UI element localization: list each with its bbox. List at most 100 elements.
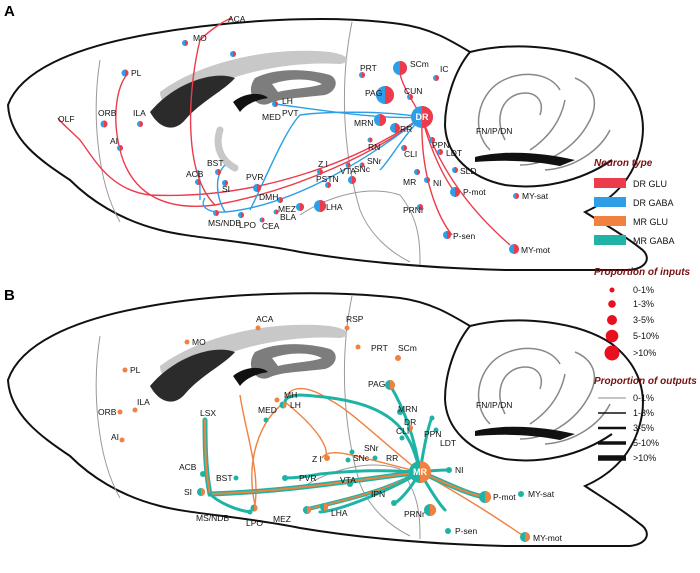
node-bla (273, 209, 279, 215)
b-node-aca (255, 325, 261, 331)
panel-a-anterior-commissure (214, 126, 239, 172)
b-node-ipn (391, 500, 397, 506)
b-label-zi: Z I (312, 454, 322, 464)
node-mymot (509, 244, 519, 254)
b-node-si (197, 488, 205, 496)
panel-b-cortex-boundary (95, 335, 121, 499)
panel-a-label: A (4, 3, 15, 20)
legend-input-1: 1-3% (633, 299, 654, 309)
label-si: SI (222, 184, 230, 194)
label-pstn: PSTN (316, 174, 339, 184)
node-ila (137, 121, 143, 127)
b-node-psen (445, 528, 451, 534)
hub-dr-label: DR (416, 112, 429, 122)
panel-a-cerebellum-folia (477, 73, 611, 171)
node-pvr (253, 184, 261, 192)
panel-a-ventricle-small (233, 93, 268, 112)
label-pl: PL (131, 68, 142, 78)
b-node-mymot (520, 532, 530, 542)
b-node-mez (303, 506, 311, 514)
label-pmot: P-mot (463, 187, 486, 197)
b-label-acb: ACB (179, 462, 197, 472)
b-label-rr: RR (386, 453, 398, 463)
b-label-psen: P-sen (455, 526, 477, 536)
label-rr: RR (400, 124, 412, 134)
label-mrn: MRN (354, 118, 373, 128)
panel-a-input-nodes (100, 40, 519, 254)
label-orb: ORB (98, 108, 117, 118)
b-node-rr (372, 455, 378, 461)
label-ldt: LDT (446, 148, 462, 158)
node-cun (407, 94, 413, 100)
b-label-prnr: PRNr (404, 509, 425, 519)
label-snc: SNc (354, 164, 371, 174)
panel-b-cerebellum-folia (477, 347, 611, 445)
legend-mr-gaba: MR GABA (633, 236, 675, 246)
label-sld: SLD (460, 166, 477, 176)
node-prnr (417, 204, 423, 210)
node-orb (100, 120, 108, 128)
legend-input-3: 5-10% (633, 331, 659, 341)
label-dmh: DMH (259, 192, 278, 202)
legend-outputs-title: Proportion of outputs (594, 376, 697, 387)
b-node-vta (347, 481, 353, 487)
b-label-rsp: RSP (346, 314, 364, 324)
legend-mr-glu: MR GLU (633, 217, 668, 227)
label-mymot: MY-mot (521, 245, 551, 255)
node-ni (424, 177, 430, 183)
label-olf: OLF (58, 114, 75, 124)
b-node-prt (355, 344, 361, 350)
b-label-vta: VTA (340, 475, 356, 485)
b-node-mo (184, 339, 190, 345)
b-label-snc: SNc (353, 453, 370, 463)
node-vta (348, 176, 356, 184)
legend-output-3: 5-10% (633, 438, 659, 448)
panel-a-cortex-boundary (95, 59, 121, 223)
legend-input-dot-2 (608, 300, 616, 308)
label-lha: LHA (326, 202, 343, 212)
b-node-orb (117, 409, 123, 415)
label-psen: P-sen (453, 231, 475, 241)
label-ila: ILA (133, 108, 146, 118)
node-lpo (238, 212, 244, 218)
node-mr (414, 169, 420, 175)
b-node-acb (200, 471, 206, 477)
legend-output-4: >10% (633, 453, 656, 463)
label-zi: Z I (318, 159, 328, 169)
label-pvr: PVR (246, 172, 263, 182)
b-label-scm: SCm (398, 343, 417, 353)
b-label-lha: LHA (331, 508, 348, 518)
label-bst: BST (207, 158, 224, 168)
b-label-fn: FN/IP/DN (476, 400, 512, 410)
legend-swatch-mr-glu (594, 216, 626, 226)
legend-dr-gaba: DR GABA (633, 198, 674, 208)
b-node-lha (320, 503, 328, 511)
b-node-ni (446, 467, 452, 473)
b-label-ldt: LDT (440, 438, 456, 448)
b-label-lh: LH (290, 400, 301, 410)
label-msndb: MS/NDB (208, 218, 241, 228)
b-node-zi (324, 455, 330, 461)
legend-input-dot-5 (604, 345, 620, 361)
label-cun: CUN (404, 86, 422, 96)
panel-b-midbrain-boundary (343, 295, 411, 537)
b-node-bst (233, 475, 239, 481)
legend-output-2: 3-5% (633, 423, 654, 433)
b-node-lh (279, 401, 287, 409)
panel-b-hub-mr: MR (409, 461, 431, 483)
b-label-bst: BST (216, 473, 233, 483)
b-node-med (263, 417, 269, 423)
b-label-cli: CLI (396, 426, 409, 436)
label-mez: MEZ (278, 204, 296, 214)
legend-neuron-type-title: Neuron type (594, 158, 653, 169)
hub-mr-label: MR (413, 467, 427, 477)
panel-b-nodes (117, 325, 530, 542)
legend-inputs-title: Proportion of inputs (594, 267, 691, 278)
b-label-snr: SNr (364, 443, 379, 453)
b-node-rsp (344, 325, 350, 331)
node-pstn (325, 182, 331, 188)
panel-b-brain-outline (6, 292, 648, 547)
label-mysat: MY-sat (522, 191, 549, 201)
b-node-lpo (250, 504, 258, 512)
label-ppn: PPN (432, 140, 449, 150)
